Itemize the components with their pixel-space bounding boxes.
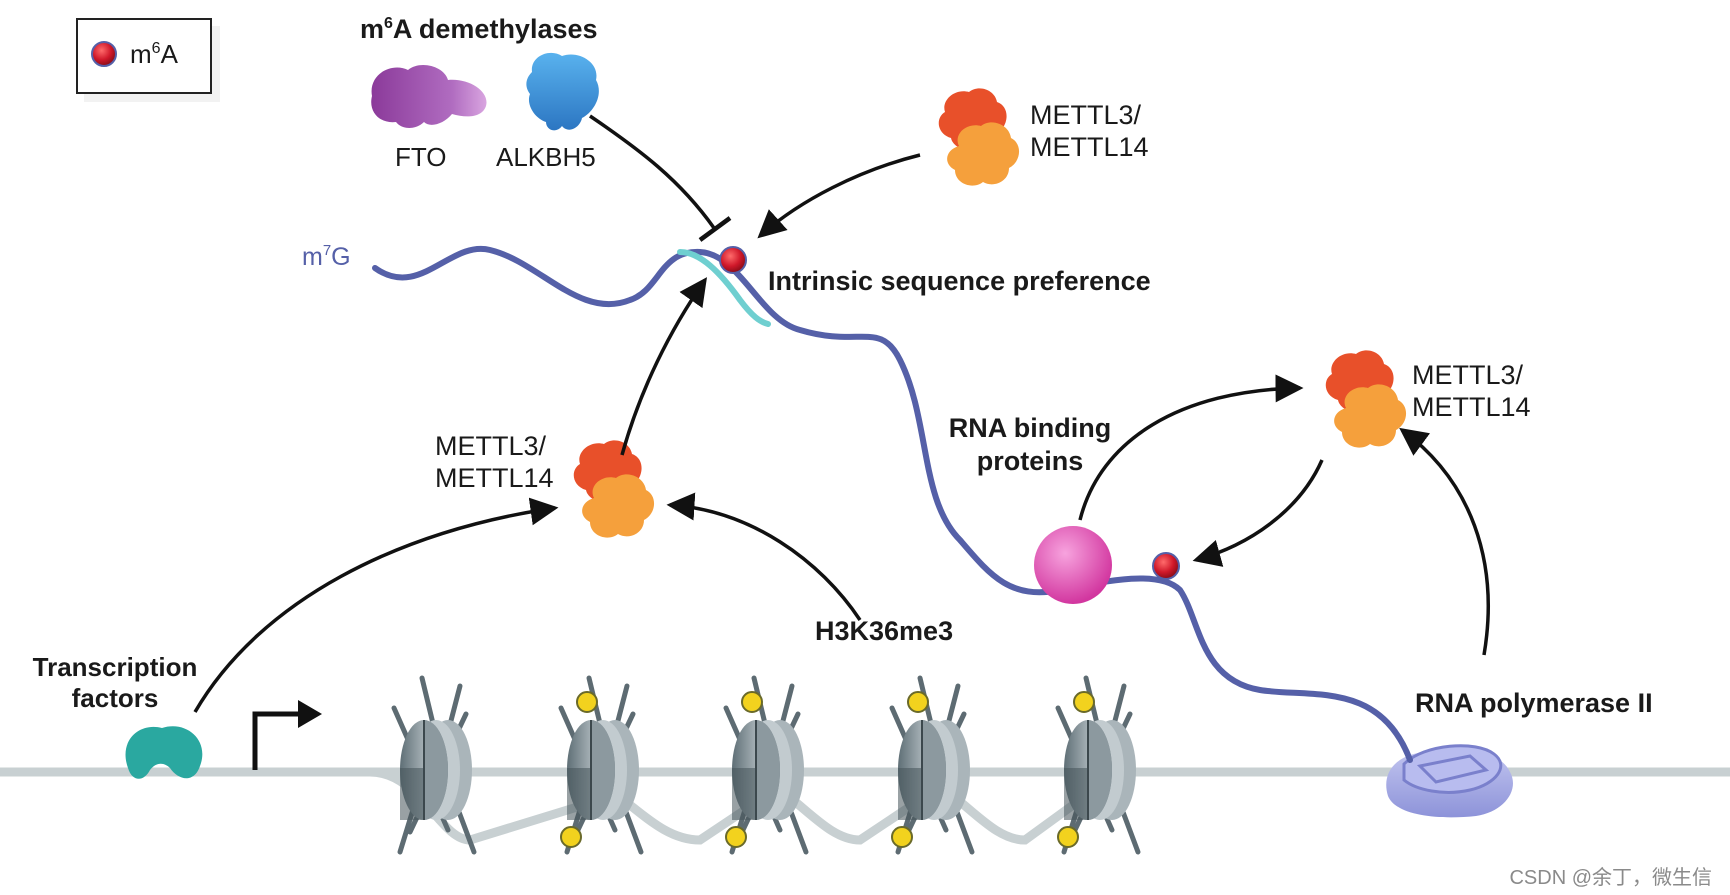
rna-polymerase-icon — [1386, 744, 1513, 818]
polymerase-label: RNA polymerase II — [1415, 688, 1653, 718]
m6a-legend-dot — [91, 41, 117, 67]
h3k36me3-to-writer-arrow — [666, 492, 862, 621]
rbp-label-2: proteins — [977, 446, 1084, 476]
demethylases-title: m6A demethylases — [360, 14, 598, 44]
inhibition-bar — [698, 216, 732, 242]
m6a-site-dot — [1152, 552, 1180, 580]
h3k36me3-mark — [741, 691, 763, 713]
rbp-to-writer-arrow — [1078, 374, 1304, 521]
left-writer-up-arrow — [620, 277, 708, 456]
left-writer-label-1: METTL3/ — [435, 431, 547, 461]
writer-complex-left-icon — [573, 440, 655, 538]
alkbh5-icon — [526, 52, 599, 131]
inhibition-arrow — [589, 114, 716, 230]
tf-to-writer-arrow — [193, 497, 559, 713]
legend: m6A — [76, 18, 220, 102]
nucleosome-5 — [1058, 678, 1138, 852]
rbp-label-1: RNA binding — [949, 413, 1111, 443]
writer-complex-right-icon — [1325, 350, 1407, 448]
alkbh5-label: ALKBH5 — [496, 142, 596, 172]
nucleosome-4 — [892, 678, 972, 852]
m6a-site-dot — [719, 246, 747, 274]
top-writer-label-2: METTL14 — [1030, 132, 1149, 162]
h3k36me3-mark — [1073, 691, 1095, 713]
h3k36me3-marks — [560, 691, 1095, 848]
fto-label: FTO — [395, 142, 447, 172]
watermark: CSDN @余丁，微生信 — [1509, 866, 1712, 889]
nucleosome-3 — [726, 678, 806, 852]
rna-binding-protein-icon — [1034, 526, 1112, 604]
writer-complex-top-icon — [938, 88, 1020, 186]
h3k36me3-mark — [560, 826, 582, 848]
h3k36me3-mark — [576, 691, 598, 713]
m7g-cap-label: m7G — [302, 242, 351, 271]
h3k36me3-mark — [725, 826, 747, 848]
pol2-to-writer-arrow — [1399, 427, 1490, 656]
right-writer-label-1: METTL3/ — [1412, 360, 1524, 390]
tss-arrow-icon — [252, 700, 322, 770]
h3k36me3-mark — [891, 826, 913, 848]
transcription-factor-icon — [125, 726, 203, 779]
top-writer-label-1: METTL3/ — [1030, 100, 1142, 130]
h3k36me3-mark — [1057, 826, 1079, 848]
rna-strand — [372, 245, 1413, 763]
nucleosome-1 — [394, 678, 474, 852]
right-writer-label-2: METTL14 — [1412, 392, 1531, 422]
fto-icon — [371, 65, 487, 128]
intrinsic-label: Intrinsic sequence preference — [768, 266, 1151, 296]
left-writer-label-2: METTL14 — [435, 463, 554, 493]
tf-label-1: Transcription — [33, 652, 198, 682]
h3k36me3-mark — [907, 691, 929, 713]
arrows — [193, 114, 1490, 713]
writer-to-rbp-m6a-arrow — [1192, 459, 1324, 567]
writer-to-m6a-arrow — [757, 153, 921, 239]
legend-label: m6A — [130, 39, 179, 69]
h3k36me3-label: H3K36me3 — [815, 616, 953, 646]
nucleosome-2 — [561, 678, 641, 852]
tf-label-2: factors — [72, 683, 159, 713]
